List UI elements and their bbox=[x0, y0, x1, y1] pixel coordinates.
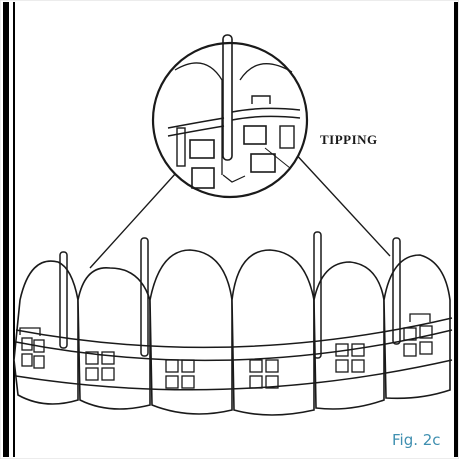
callout-line-right bbox=[292, 150, 390, 256]
dental-arch bbox=[14, 250, 450, 415]
figure-caption: Fig. 2c bbox=[392, 431, 441, 449]
tipping-label: TIPPING bbox=[320, 132, 378, 148]
magnifier-circle bbox=[153, 35, 307, 197]
left-frame-bar bbox=[3, 2, 9, 457]
right-frame-bar bbox=[454, 2, 458, 457]
